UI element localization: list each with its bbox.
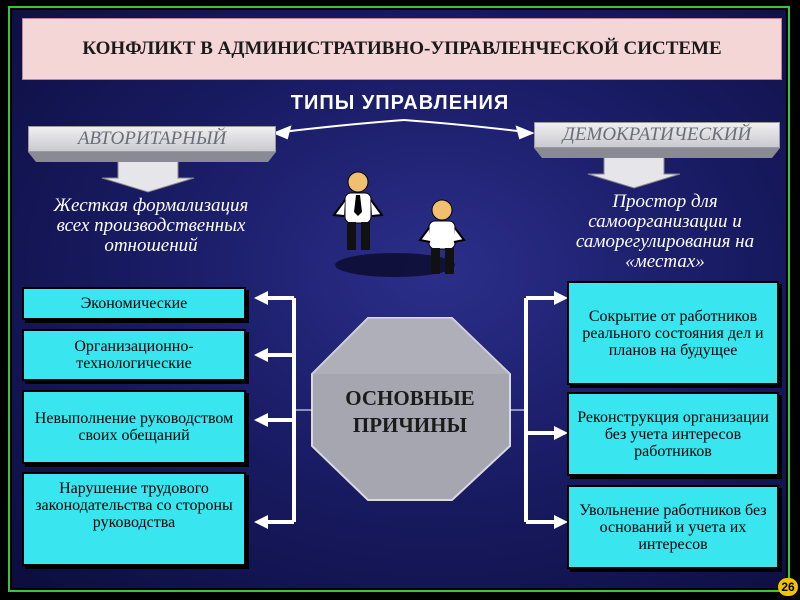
left-cause-box: Невыполнение руководством своих обещаний: [22, 390, 246, 464]
types-arrows: [272, 119, 535, 140]
right-plate-side: [534, 148, 780, 158]
people-figure-icon: [332, 171, 466, 277]
left-arrowheads: [254, 291, 268, 529]
right-cause-box: Увольнение работников без оснований и уч…: [567, 485, 779, 569]
left-plate-side: [28, 152, 276, 162]
main-causes-label: ОСНОВНЫЕ ПРИЧИНЫ: [345, 386, 475, 437]
authoritarian-description: Жесткая формализация всех производственн…: [53, 195, 249, 256]
page-number-badge: 26: [778, 578, 798, 596]
left-plate-down-arrow: [101, 159, 195, 193]
right-cause-box: Реконструкция организации без учета инте…: [567, 392, 779, 476]
left-bracket: [266, 296, 296, 524]
right-cause-box: Сокрытие от работников реального состоян…: [567, 281, 779, 385]
slide-title: КОНФЛИКТ В АДМИНИСТРАТИВНО-УПРАВЛЕНЧЕСКО…: [22, 18, 782, 80]
right-bracket: [524, 296, 556, 524]
right-arrowheads: [554, 291, 568, 529]
left-cause-box: Организационно-технологические: [22, 329, 246, 381]
authoritarian-type-plate: АВТОРИТАРНЫЙ: [28, 126, 276, 152]
slide-border: [8, 6, 790, 592]
democratic-description: Простор для самоорганизации и саморегули…: [575, 191, 755, 272]
left-cause-box: Экономические: [22, 287, 246, 320]
diagram-subtitle: ТИПЫ УПРАВЛЕНИЯ: [290, 92, 510, 114]
left-cause-box: Нарушение трудового законодательства со …: [22, 472, 246, 566]
democratic-type-plate: ДЕМОКРАТИЧЕСКИЙ: [534, 122, 780, 148]
right-plate-down-arrow: [587, 155, 681, 189]
